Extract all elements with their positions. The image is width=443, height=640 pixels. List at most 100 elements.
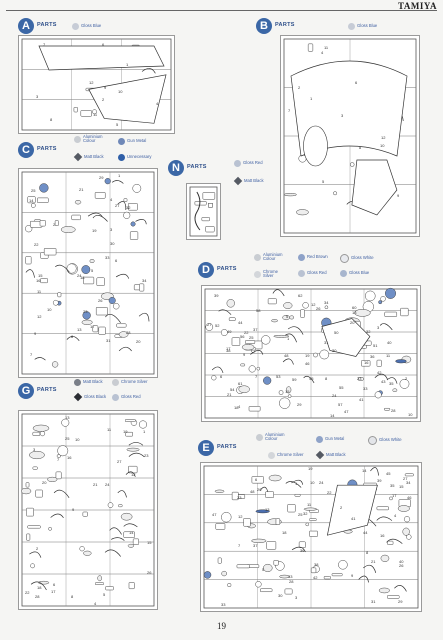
sprue-line: [400, 307, 409, 317]
part-callout-number: 20: [42, 480, 47, 485]
part-callout-number: 18: [282, 530, 287, 535]
part-callout-number: 4: [394, 513, 397, 518]
section-g-parts-label: PARTS: [37, 387, 57, 393]
part-callout-number: 47: [212, 512, 217, 517]
sprue-line: [127, 543, 135, 548]
sprue-line: [130, 221, 136, 227]
part-callout-number: 25: [298, 512, 303, 517]
part-callout-number: 27: [403, 476, 408, 481]
sprue-line: [125, 431, 133, 437]
part-callout-number: 3: [295, 595, 298, 600]
sprue-line: [231, 337, 241, 346]
part-callout-number: 6: [115, 258, 118, 263]
part-callout-number: 19: [92, 228, 97, 233]
sprue-line: [283, 193, 297, 197]
part-callout-number: 8: [71, 594, 74, 599]
part-callout-number: 17: [90, 324, 95, 329]
sprue-line: [287, 504, 296, 513]
part-callout-number: 7: [255, 374, 258, 379]
part-callout-number: 20: [350, 320, 355, 325]
part-callout-number: 23: [357, 376, 362, 381]
sprue-line: [303, 507, 318, 511]
part-callout-number: 25: [249, 335, 254, 340]
sprue-line: [376, 506, 389, 511]
part-callout-number: 11: [324, 45, 329, 50]
sprue-line: [403, 516, 411, 523]
sprue-line: [211, 366, 224, 374]
part-callout-number: 48: [284, 353, 289, 358]
paint-swatch-icon: [348, 23, 355, 30]
sprue-drawing: [283, 38, 417, 234]
section-a-paint-1: Gloss Blue: [72, 23, 101, 30]
section-e-paint-3: Gloss White: [368, 436, 402, 445]
sprue-line: [32, 424, 50, 432]
sprue-line: [53, 489, 70, 498]
section-a-parts-label: PARTS: [37, 22, 57, 28]
sprue-line: [248, 365, 256, 373]
sprue-line: [81, 319, 93, 325]
part-callout-number: 29: [398, 599, 403, 604]
section-n-paint-1: Gloss Red: [234, 160, 263, 167]
sprue-line: [138, 312, 150, 322]
part-callout-number: 41: [351, 516, 356, 521]
sprue-line: [203, 571, 212, 579]
part-callout-number: 4: [321, 50, 324, 55]
sprue-line: [138, 420, 148, 429]
sprue-line: [205, 226, 215, 233]
sprue-line: [387, 540, 394, 545]
part-callout-number: 11: [93, 112, 98, 117]
sprue-line: [25, 482, 30, 488]
sprue-line: [92, 214, 108, 222]
paint-swatch-icon: [340, 270, 347, 277]
sprue-line: [107, 502, 114, 508]
section-e-paint-4: Chrome Silver: [268, 452, 304, 459]
sprue-line: [208, 203, 213, 208]
sprue-line: [294, 493, 301, 497]
sprue-line: [29, 551, 42, 558]
sprue-drawing: [203, 465, 419, 609]
sprue-line: [98, 326, 106, 335]
part-callout-number: 6: [355, 80, 358, 85]
paint-swatch-icon: [268, 452, 275, 459]
part-callout-number: 31: [324, 340, 329, 345]
part-callout-number: 20: [257, 487, 262, 492]
sprue-line: [278, 390, 284, 395]
part-callout-number: 52: [215, 323, 220, 328]
paint-swatch-icon: [118, 138, 125, 145]
part-callout-number: 32: [126, 205, 131, 210]
sprue-line: [73, 107, 78, 113]
sprue-line: [211, 375, 217, 381]
sprue-line: [370, 467, 379, 476]
part-callout-number: 61: [238, 381, 243, 386]
part-callout-number: 19: [305, 353, 310, 358]
part-callout-number: 39: [377, 478, 382, 483]
part-callout-number: 54: [230, 387, 235, 392]
part-callout-number: 21: [93, 482, 98, 487]
sprue-line: [309, 530, 318, 537]
sprue-line: [273, 560, 279, 566]
sprue-line: [120, 512, 133, 521]
part-callout-number: 25: [65, 436, 70, 441]
part-callout-number: 30: [110, 241, 115, 246]
part-callout-number: 10: [118, 89, 123, 94]
sprue-line: [243, 518, 251, 527]
sprue-line: [361, 360, 371, 367]
paint-label: Matt Black: [244, 177, 264, 183]
sprue-line: [324, 305, 329, 310]
sprue-line: [21, 171, 155, 375]
part-callout-number: 19: [123, 429, 128, 434]
sprue-drawing: [21, 171, 155, 375]
sprue-line: [132, 183, 142, 193]
sprue-line: [141, 68, 156, 74]
paint-label: Unnecessary: [127, 154, 152, 160]
sprue-line: [379, 323, 393, 331]
sprue-line: [56, 454, 61, 458]
part-callout-number: 11: [386, 353, 391, 358]
sprue-line: [105, 586, 114, 591]
part-callout-number: 33: [363, 386, 368, 391]
sprue-line: [81, 265, 91, 274]
part-callout-number: 7: [30, 352, 33, 357]
sprue-line: [302, 302, 309, 309]
part-callout-number: 12: [37, 314, 42, 319]
